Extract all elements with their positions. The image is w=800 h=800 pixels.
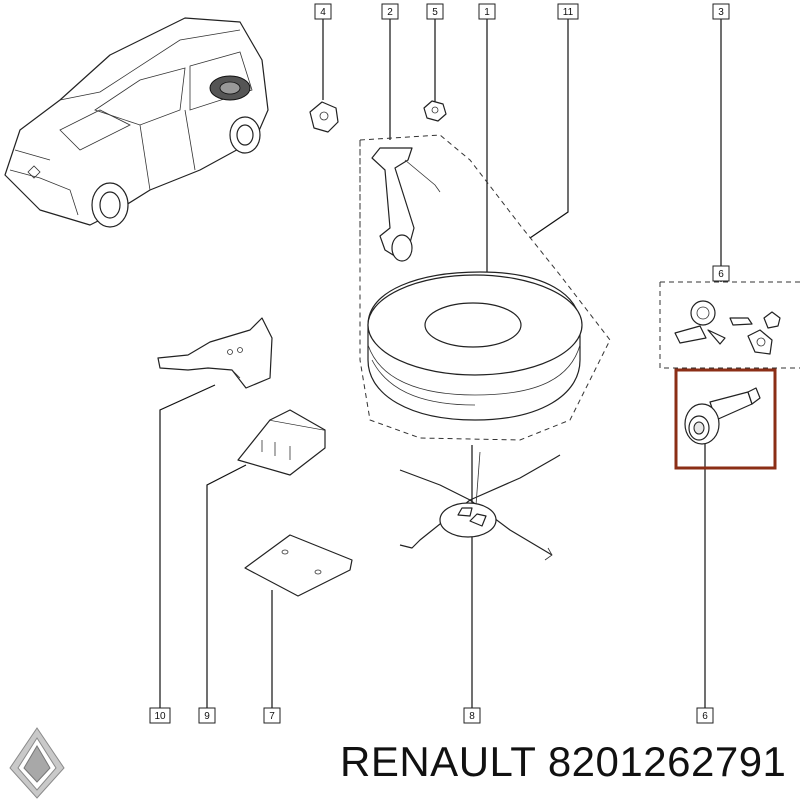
svg-text:4: 4 (320, 7, 326, 18)
svg-text:2: 2 (387, 7, 393, 18)
part-3-fastener-group (659, 281, 800, 369)
svg-text:5: 5 (432, 7, 438, 18)
part-2-winch-tube (371, 147, 441, 262)
part-10-bracket (157, 317, 273, 389)
callout-4: 4 (314, 3, 332, 20)
callout-9: 9 (198, 707, 216, 724)
svg-text:8: 8 (469, 711, 475, 722)
callout-2: 2 (381, 3, 399, 20)
part-1-spare-wheel (367, 271, 583, 421)
callout-8: 8 (463, 707, 481, 724)
callout-10: 10 (149, 707, 171, 724)
svg-text:1: 1 (484, 7, 490, 18)
part-8-cradle (399, 451, 561, 561)
renault-diamond-logo (9, 727, 65, 799)
part-6-highlight-box (674, 368, 777, 470)
part-7-plate (244, 534, 353, 597)
callout-7: 7 (263, 707, 281, 724)
callout-6-top: 6 (712, 265, 730, 282)
callout-1: 1 (478, 3, 496, 20)
callout-11: 11 (557, 3, 579, 20)
part-4-clip (309, 101, 339, 133)
part-6-bolt (684, 387, 761, 445)
part-5-nut (423, 100, 447, 122)
svg-text:9: 9 (204, 711, 210, 722)
car-illustration (4, 17, 269, 228)
tyre-group-outline (359, 134, 611, 441)
callout-5: 5 (426, 3, 444, 20)
leader-lines (159, 18, 722, 708)
svg-text:7: 7 (269, 711, 275, 722)
svg-text:6: 6 (718, 269, 724, 280)
callout-6-bottom: 6 (696, 707, 714, 724)
svg-text:10: 10 (154, 711, 166, 722)
part-9-plate (237, 409, 326, 476)
svg-text:6: 6 (702, 711, 708, 722)
svg-text:11: 11 (563, 7, 574, 18)
part-number-title: RENAULT 8201262791 (340, 738, 787, 785)
callout-3: 3 (712, 3, 730, 20)
svg-text:3: 3 (718, 7, 724, 18)
